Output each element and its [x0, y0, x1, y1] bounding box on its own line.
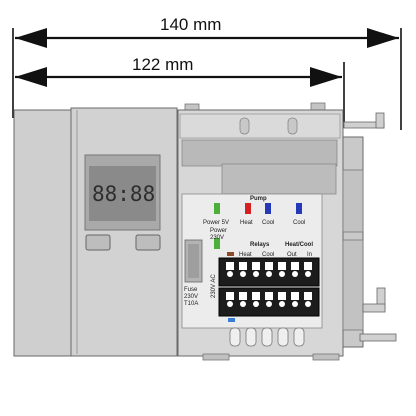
- arrow-right-140: [367, 28, 399, 48]
- cable-clip-right: [287, 117, 298, 135]
- dimension-lines: 140 mm 122 mm: [12, 15, 402, 130]
- heat-cool-label: Heat/Cool: [285, 242, 313, 248]
- terminal-screw-slot: [291, 292, 299, 300]
- terminal-screw-slot: [304, 292, 312, 300]
- rail-tab-side: [362, 303, 386, 313]
- terminal-screw-slot: [226, 292, 234, 300]
- rail-tab-bottom: [359, 333, 397, 342]
- lcd-screen: [89, 166, 156, 221]
- fuse-label-line1: Fuse: [184, 287, 198, 293]
- flange-block-upper: [342, 169, 364, 233]
- terminal-screw-slot: [265, 292, 273, 300]
- terminal-screw[interactable]: [253, 271, 259, 277]
- pump-label: Pump: [250, 196, 267, 202]
- upper-cover-strip-right: [221, 163, 337, 195]
- cable-entries: [229, 327, 305, 347]
- terminal-screw-slot: [239, 292, 247, 300]
- fuse-label-line3: T10A: [184, 301, 198, 307]
- arrow-left-122: [15, 67, 47, 87]
- voltage-label: 230V AC: [211, 274, 217, 298]
- fuse-cap: [188, 244, 199, 278]
- rail-tab-top-stub: [375, 112, 385, 129]
- small-indicator-brown: [227, 252, 234, 256]
- terminal-screw[interactable]: [253, 301, 259, 307]
- bottom-foot-left: [202, 353, 230, 361]
- cable-entry: [245, 327, 257, 347]
- arrow-right-122: [310, 67, 342, 87]
- cable-clip-left: [239, 117, 250, 135]
- flange-block-lower: [342, 239, 364, 331]
- terminal-screw[interactable]: [266, 271, 272, 277]
- in-label: In: [307, 252, 312, 258]
- cable-entry: [261, 327, 273, 347]
- terminal-screw[interactable]: [305, 271, 311, 277]
- relays-label: Relays: [250, 242, 270, 248]
- relays-heat-label: Heat: [239, 252, 252, 258]
- button-right[interactable]: [135, 234, 161, 251]
- terminal-screw[interactable]: [292, 301, 298, 307]
- terminal-area-top-strip: [179, 113, 341, 139]
- bottom-foot-right: [312, 353, 340, 361]
- terminal-screw[interactable]: [266, 301, 272, 307]
- out-label: Out: [287, 252, 297, 258]
- heat-cool-cool-led: [296, 203, 302, 214]
- terminal-screw-slot: [278, 292, 286, 300]
- terminal-screw[interactable]: [240, 271, 246, 277]
- dimension-label-122: 122 mm: [132, 55, 193, 74]
- terminal-screw-slot: [304, 262, 312, 270]
- terminal-screw[interactable]: [227, 271, 233, 277]
- cable-entry: [293, 327, 305, 347]
- terminal-screw-slot: [252, 262, 260, 270]
- button-left[interactable]: [85, 234, 111, 251]
- terminal-screw-slot: [239, 262, 247, 270]
- terminal-screw[interactable]: [292, 271, 298, 277]
- power-5v-led: [214, 203, 220, 214]
- pump-heat-label: Heat: [240, 220, 253, 226]
- housing-left-panel: [13, 109, 72, 357]
- upper-cover-strip: [181, 139, 338, 167]
- relays-cool-label: Cool: [262, 252, 274, 258]
- terminal-block-upper: [218, 257, 320, 287]
- pump-cool-led: [265, 203, 271, 214]
- housing-front-cover: [70, 107, 178, 357]
- cable-entry: [277, 327, 289, 347]
- lcd-readout: 88:88: [92, 182, 155, 206]
- controller-housing: 88:88 Fuse 230V T10A: [13, 102, 397, 361]
- fuse-label-line2: 230V: [184, 294, 198, 300]
- terminal-block-lower: [218, 287, 320, 317]
- small-indicator-blue: [228, 318, 235, 322]
- cable-entry: [229, 327, 241, 347]
- arrow-left-140: [15, 28, 47, 48]
- terminal-screw[interactable]: [240, 301, 246, 307]
- dimension-label-140: 140 mm: [160, 15, 221, 34]
- terminal-screw-slot: [252, 292, 260, 300]
- power-230v-label-line2: 230V: [210, 235, 224, 241]
- pump-heat-led: [245, 203, 251, 214]
- terminal-screw-slot: [278, 262, 286, 270]
- heat-cool-cool-label: Cool: [293, 220, 305, 226]
- pump-cool-label: Cool: [262, 220, 274, 226]
- terminal-screw-slot: [291, 262, 299, 270]
- power-5v-label: Power 5V: [203, 220, 229, 226]
- terminal-screw[interactable]: [279, 301, 285, 307]
- terminal-screw[interactable]: [279, 271, 285, 277]
- power-230v-label-line1: Power: [210, 228, 227, 234]
- terminal-screw-slot: [226, 262, 234, 270]
- terminal-screw[interactable]: [305, 301, 311, 307]
- terminal-screw-slot: [265, 262, 273, 270]
- power-230v-led: [214, 238, 220, 249]
- top-clip-right: [310, 102, 326, 111]
- terminal-screw[interactable]: [227, 301, 233, 307]
